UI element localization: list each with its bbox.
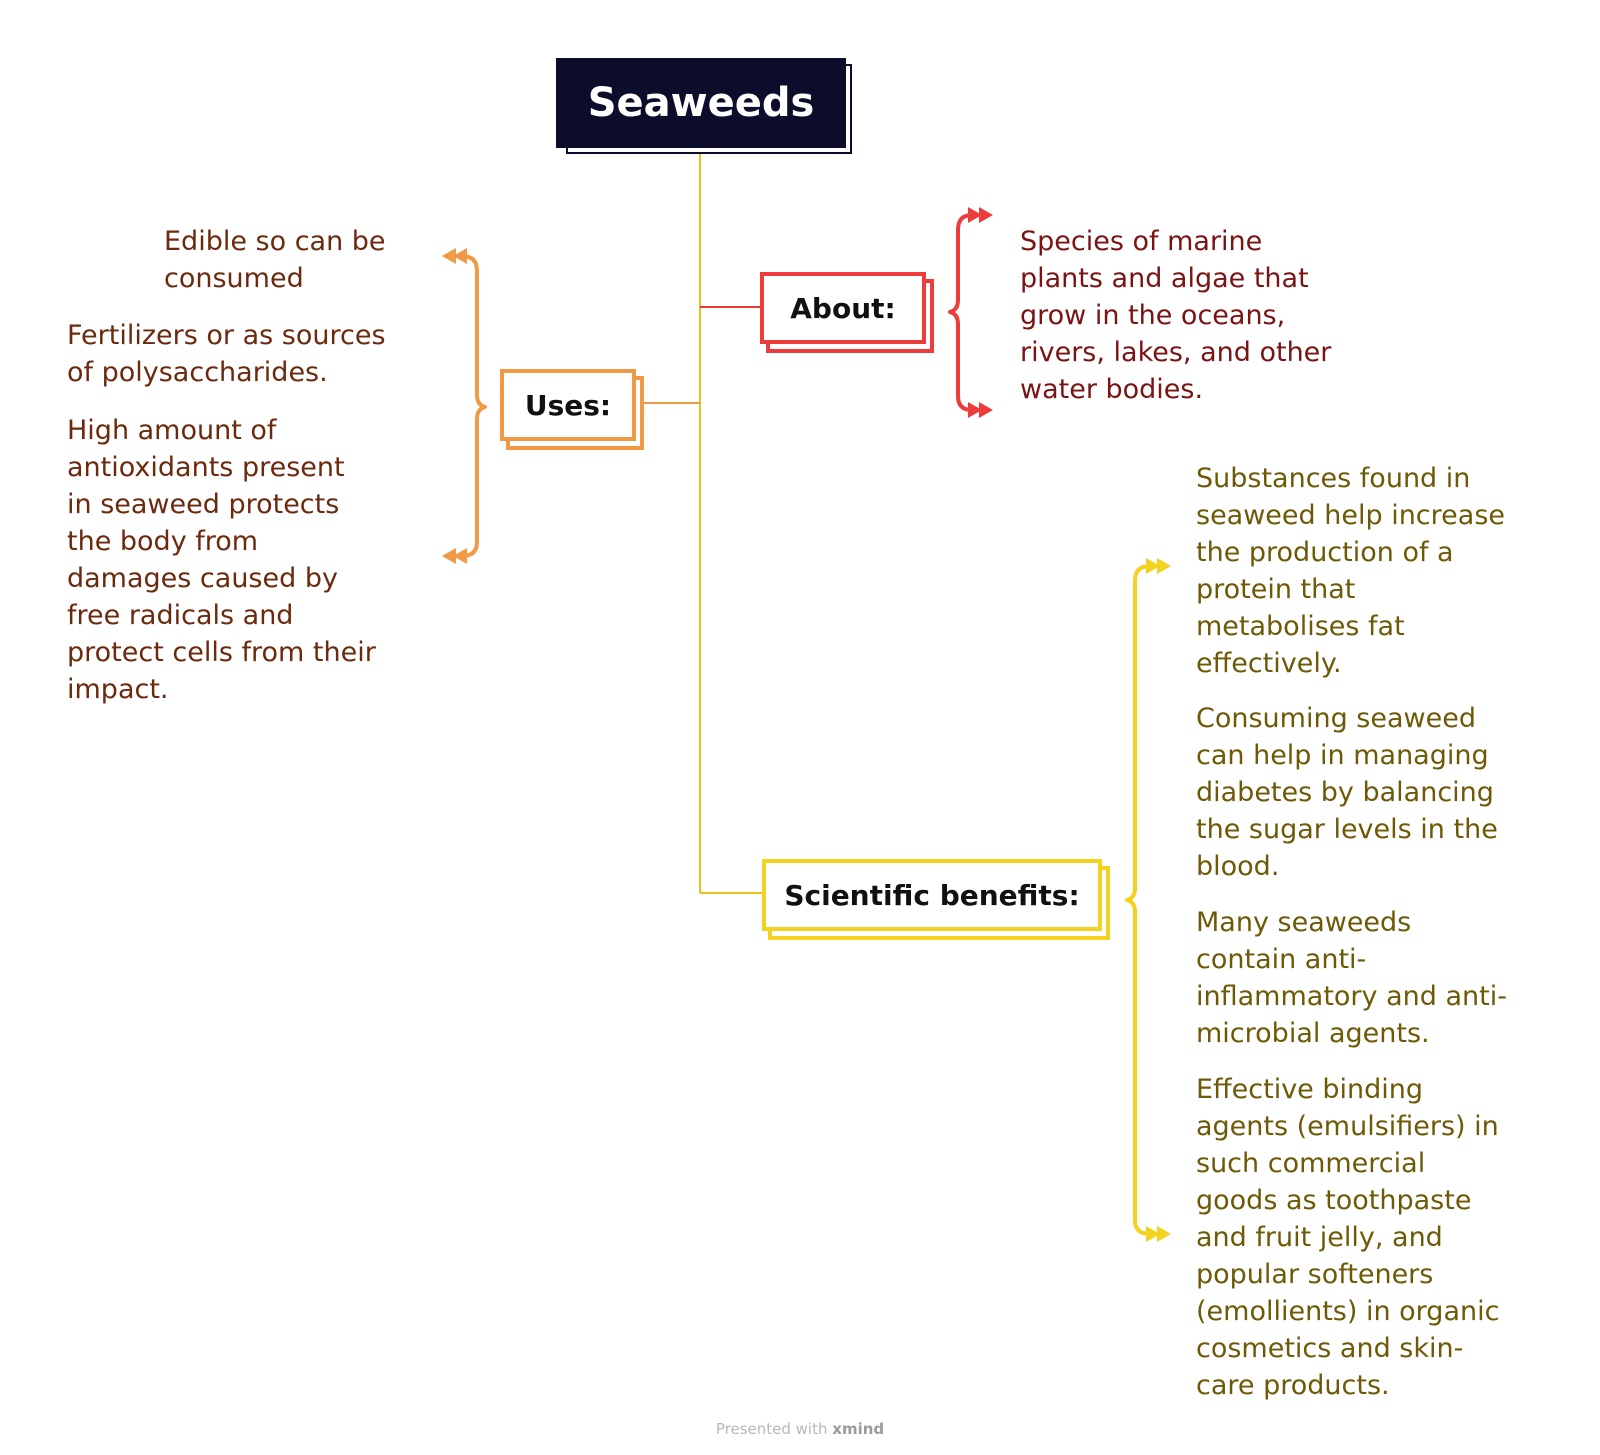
uses-label: Uses:: [524, 388, 612, 422]
root-node[interactable]: Seaweeds: [556, 58, 846, 148]
scientific-leaf-3[interactable]: Many seaweeds contain anti- inflammatory…: [1196, 907, 1507, 1049]
presented-with-footer: Presented with xmind: [0, 1420, 1600, 1438]
root-label: Seaweeds: [587, 80, 815, 126]
uses-leaf-2[interactable]: Fertilizers or as sources of polysacchar…: [67, 320, 386, 388]
scientific-arrow-top: [1146, 558, 1171, 574]
uses-arrow-bottom: [442, 548, 467, 564]
about-arrow-top: [968, 207, 993, 223]
about-brace: [948, 213, 974, 412]
xmind-brand: xmind: [832, 1420, 885, 1438]
uses-brace: [460, 254, 487, 558]
footer-prefix: Presented with: [715, 1420, 828, 1438]
uses-node[interactable]: Uses:: [500, 369, 636, 441]
scientific-leaf-1[interactable]: Substances found in seaweed help increas…: [1196, 463, 1505, 679]
scientific-brace: [1125, 564, 1152, 1236]
uses-arrow-top: [442, 248, 467, 264]
uses-leaf-3[interactable]: High amount of antioxidants present in s…: [67, 415, 376, 705]
scientific-arrow-bottom: [1146, 1226, 1171, 1242]
about-label: About:: [790, 291, 896, 325]
scientific-label: Scientific benefits:: [784, 878, 1080, 912]
uses-leaf-1[interactable]: Edible so can be consumed: [164, 226, 386, 294]
about-leaf-1[interactable]: Species of marine plants and algae that …: [1020, 226, 1332, 405]
about-arrow-bottom: [968, 402, 993, 418]
about-node[interactable]: About:: [760, 272, 926, 344]
scientific-node[interactable]: Scientific benefits:: [762, 859, 1102, 931]
scientific-leaf-4[interactable]: Effective binding agents (emulsifiers) i…: [1196, 1074, 1500, 1401]
scientific-leaf-2[interactable]: Consuming seaweed can help in managing d…: [1196, 703, 1498, 882]
